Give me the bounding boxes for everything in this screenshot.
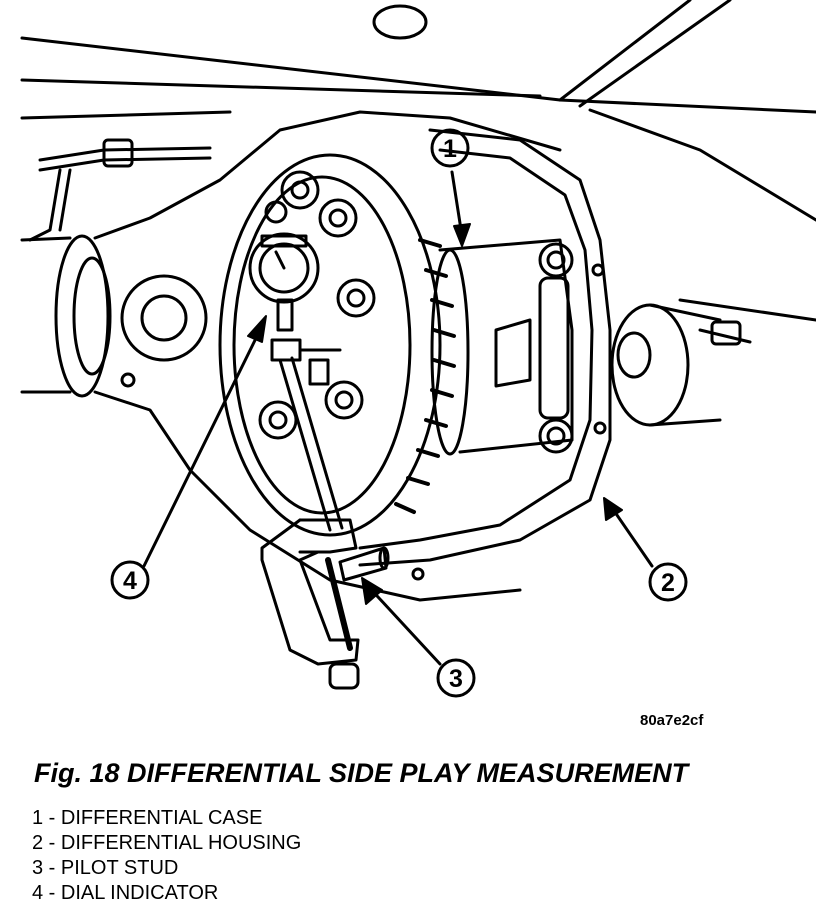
brake-line	[28, 138, 212, 242]
left-axle-tube	[20, 234, 112, 398]
ring-gear	[218, 153, 456, 537]
legend-item: 4 - DIAL INDICATOR	[32, 882, 219, 904]
image-code: 80a7e2cf	[640, 712, 704, 729]
callout-2: 2	[603, 497, 688, 602]
legend-item: 1 - DIFFERENTIAL CASE	[32, 807, 263, 829]
callout-1: 1	[430, 128, 471, 247]
legend-item: 2 - DIFFERENTIAL HOUSING	[32, 832, 302, 854]
callout-1-label: 1	[443, 135, 457, 163]
differential-housing	[358, 128, 612, 581]
differential-illustration: 1 2 3 4	[20, 0, 816, 698]
callout-3-label: 3	[449, 665, 463, 693]
callout-4-label: 4	[123, 567, 137, 595]
pilot-stud	[338, 546, 390, 582]
c-clamp	[260, 518, 360, 690]
legend-item: 3 - PILOT STUD	[32, 857, 179, 879]
legend-list: 1 - DIFFERENTIAL CASE 2 - DIFFERENTIAL H…	[32, 806, 301, 906]
figure-caption: Fig. 18 DIFFERENTIAL SIDE PLAY MEASUREME…	[34, 758, 689, 788]
callout-4: 4	[110, 315, 267, 600]
callout-3: 3	[361, 577, 476, 698]
indicator-rod	[278, 356, 344, 532]
callout-2-label: 2	[661, 569, 675, 597]
differential-case	[430, 238, 574, 456]
axle-housing	[93, 110, 562, 602]
vehicle-frame-lines	[20, 0, 816, 322]
right-axle-tube	[610, 303, 752, 427]
dial-indicator	[248, 232, 342, 386]
ring-gear-bolts	[258, 170, 376, 440]
